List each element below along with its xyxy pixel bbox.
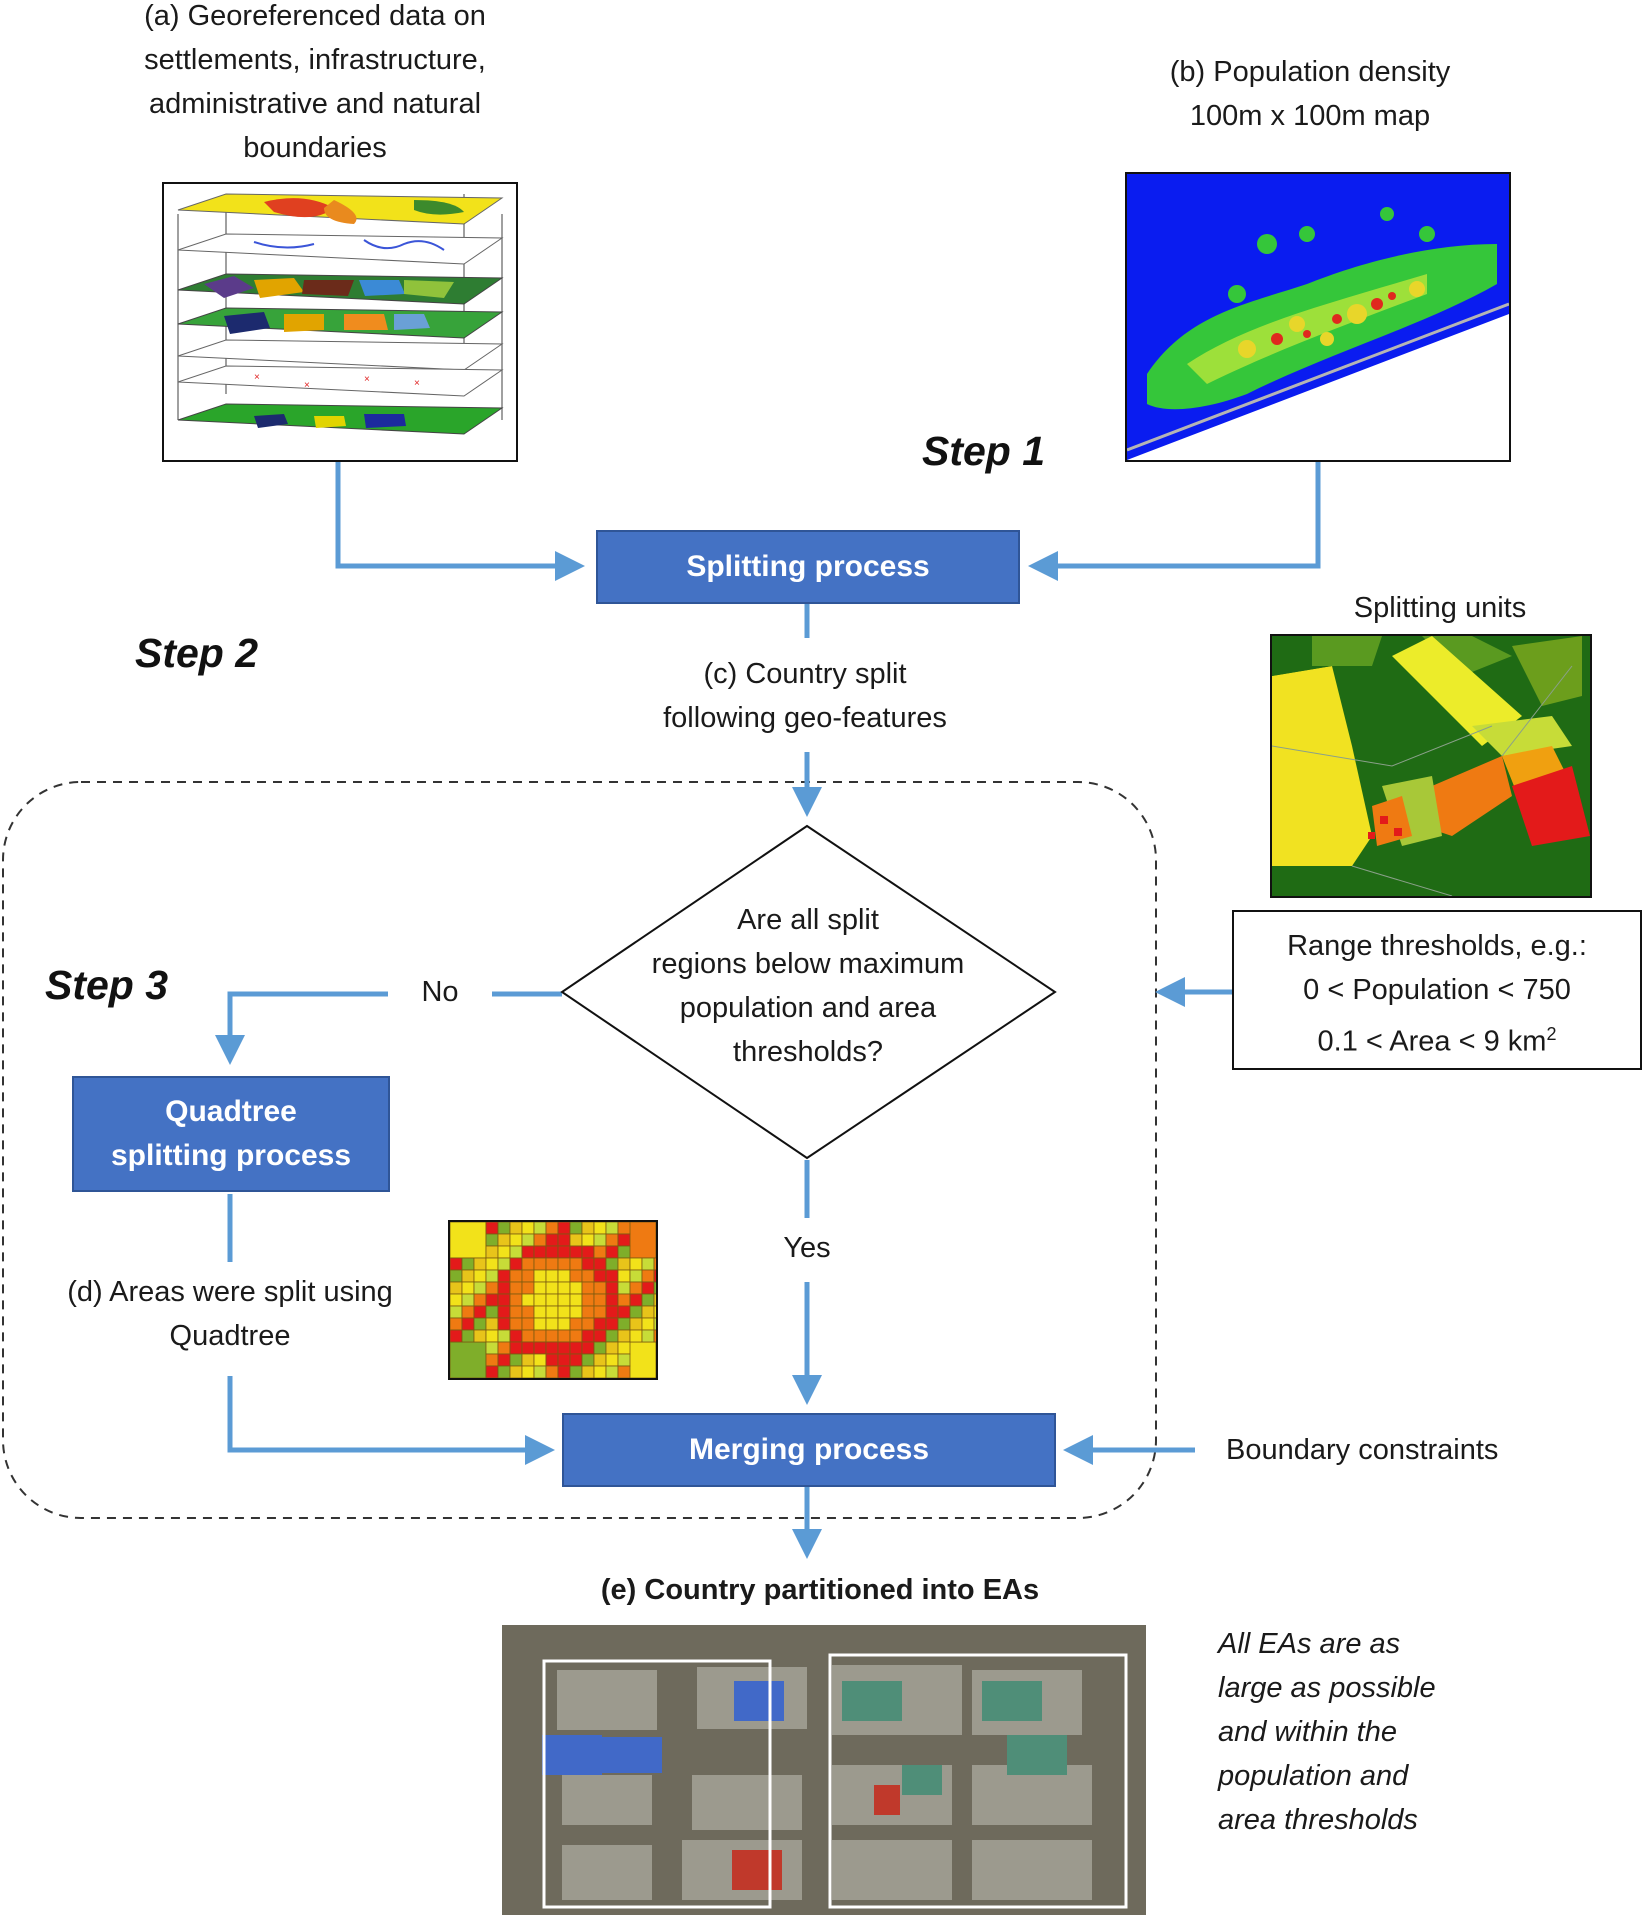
svg-text:×: × [254,372,260,383]
arrow-d-to-merging [227,1376,555,1465]
arrow-b-to-splitting [1028,462,1321,581]
svg-text:×: × [414,378,420,389]
layers-figure: × × × × [162,182,518,462]
label-a: (a) Georeferenced data on settlements, i… [144,0,486,164]
step3-dashed-region [2,781,1157,1519]
boundary-constraints-label: Boundary constraints [1226,1434,1499,1466]
decision-no-label: No [421,976,459,1008]
merging-process-box: Merging process [562,1413,1056,1487]
quadtree-grid-svg [450,1222,656,1378]
splitting-process-box: Splitting process [596,530,1020,604]
arrow-a-to-splitting [335,462,585,581]
quadtree-process-box: Quadtree splitting process [72,1076,390,1192]
step-1-label: Step 1 [922,428,1046,474]
thresholds-population: 0 < Population < 750 [1303,974,1571,1006]
svg-text:×: × [304,380,310,391]
thresholds-area-superscript: 2 [1546,1024,1557,1044]
step-2-label: Step 2 [135,630,259,676]
splitting-units-map [1270,634,1592,898]
label-b: (b) Population density 100m x 100m map [1169,56,1451,132]
thresholds-area: 0.1 < Area < 9 km2 [1234,1012,1640,1064]
thresholds-box: Range thresholds, e.g.: 0 < Population <… [1232,910,1642,1070]
label-d: (d) Areas were split using Quadtree [67,1276,393,1352]
thresholds-area-text: 0.1 < Area < 9 km [1317,1025,1547,1058]
label-c: (c) Country split following geo-features [663,658,947,734]
quadtree-grid-figure [448,1220,658,1380]
arrow-no-to-quadtree [215,991,388,1065]
decision-yes-label: Yes [783,1232,831,1264]
label-e: (e) Country partitioned into EAs [600,1574,1040,1606]
satellite-image [502,1625,1146,1915]
decision-diamond [560,824,1057,1160]
thresholds-heading: Range thresholds, e.g.: [1287,930,1587,962]
note-text: All EAs are as large as possible and wit… [1218,1628,1436,1836]
splitting-units-label: Splitting units [1353,592,1527,624]
decision-question: Are all split regions below maximum popu… [651,904,965,1068]
step-3-label: Step 3 [45,962,169,1008]
svg-text:×: × [364,374,370,385]
density-map [1125,172,1511,462]
